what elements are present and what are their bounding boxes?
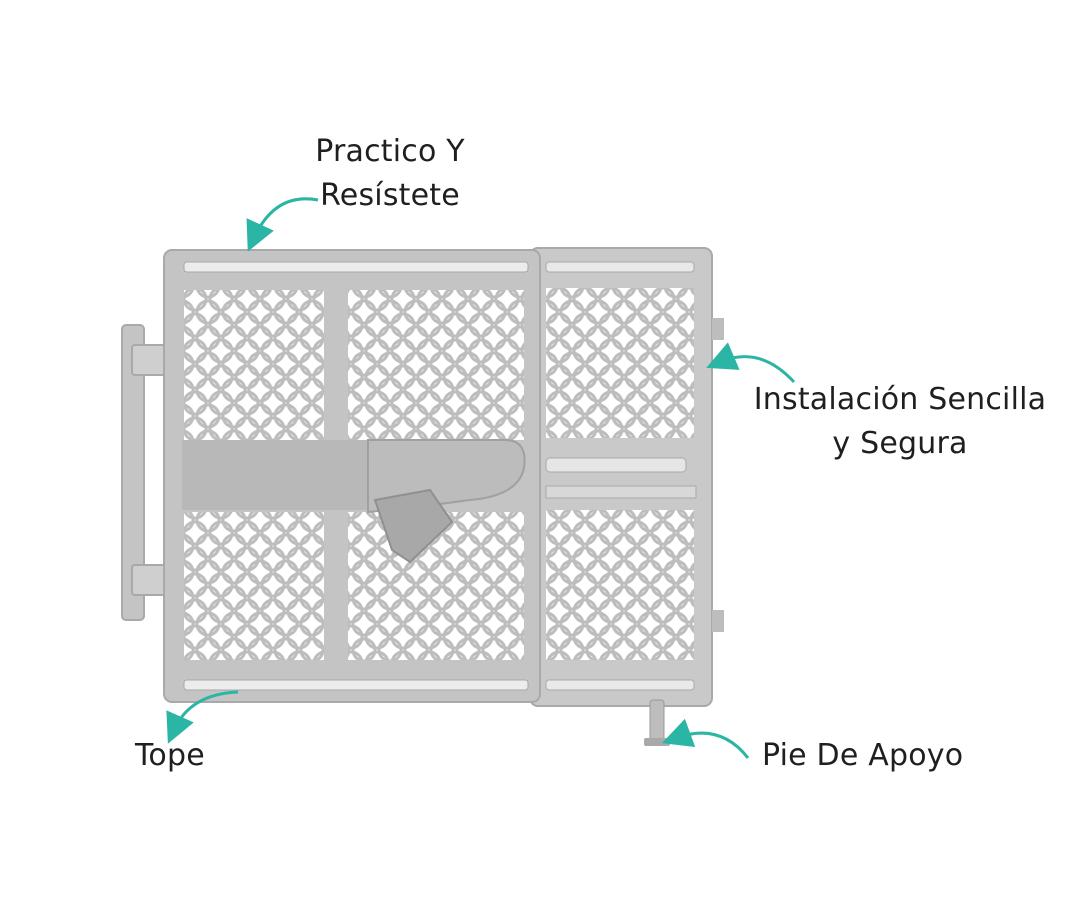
label-line: Instalación Sencilla [753,382,1047,417]
label-line: Practico Y [315,134,465,169]
left-hinge-bracket [121,324,169,621]
label-support-foot: Pie De Apoyo [762,738,964,773]
label-line: y Segura [832,426,968,461]
gate-lock-handle [182,439,526,564]
label-practical-resistant: Practico Y Resístete [250,130,530,218]
curved-arrow-icon [661,718,750,759]
right-extension-panel [529,247,724,707]
label-stopper: Tope [135,738,205,773]
label-line: Resístete [320,178,460,213]
label-easy-installation: Instalación Sencilla y Segura [730,378,1070,466]
curved-arrow-icon [246,197,319,252]
curved-arrow-icon [706,342,796,384]
curved-arrow-icon [166,690,239,744]
